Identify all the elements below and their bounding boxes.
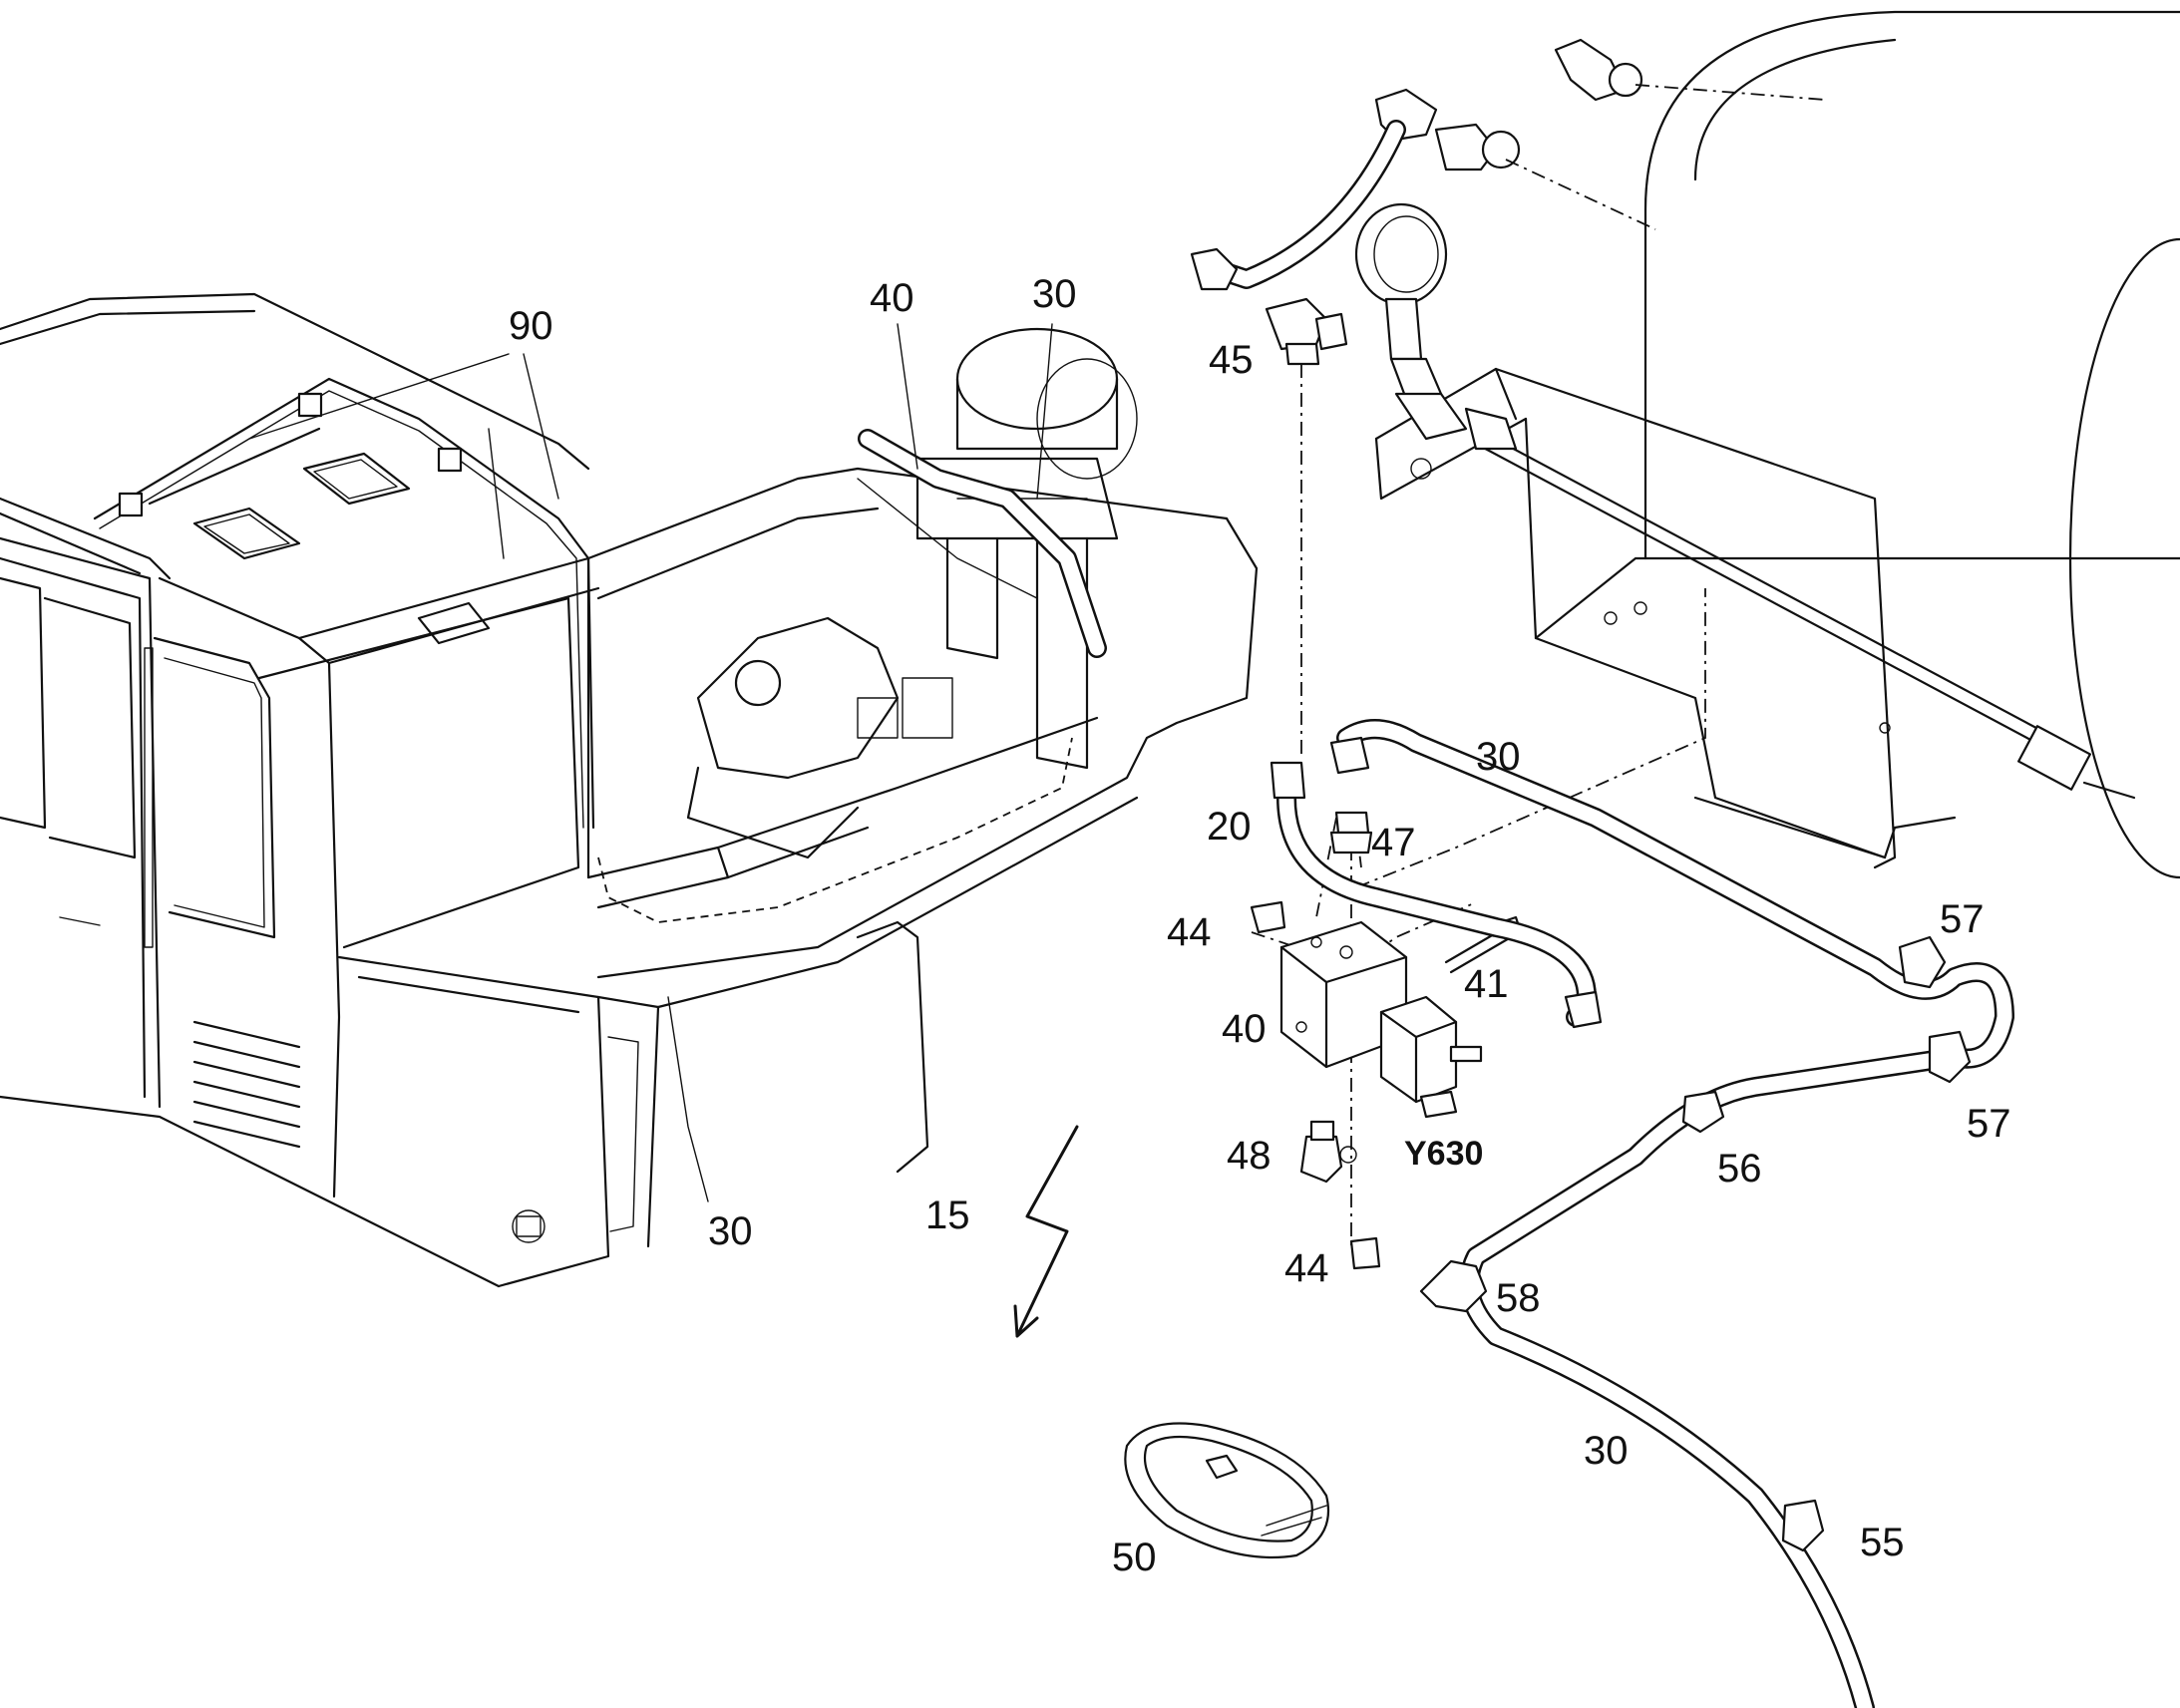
callout-57-upper: 57 xyxy=(1940,897,1985,941)
callout-30-bottom: 30 xyxy=(1584,1429,1629,1473)
callout-55: 55 xyxy=(1860,1521,1905,1564)
air-reservoir-tank xyxy=(1374,10,2180,879)
clamp-56 xyxy=(1681,1090,1725,1134)
callout-58: 58 xyxy=(1496,1276,1541,1320)
callout-50: 50 xyxy=(1112,1536,1157,1579)
callout-leaders xyxy=(248,323,1053,1202)
callout-44-upper: 44 xyxy=(1167,910,1212,954)
excavator-upper-structure xyxy=(0,292,1259,1288)
callout-30-left: 30 xyxy=(708,1209,753,1253)
fitting-47 xyxy=(1329,811,1373,854)
clamp-57-upper xyxy=(1898,935,1947,989)
clamp-55 xyxy=(1781,1499,1825,1552)
air-tank-cluster-small xyxy=(857,327,1138,770)
clamp-57-lower xyxy=(1928,1030,1972,1084)
callout-45: 45 xyxy=(1209,338,1254,382)
callout-48: 48 xyxy=(1227,1134,1272,1178)
callout-90: 90 xyxy=(509,304,553,348)
side-louvres xyxy=(192,1020,301,1149)
callout-30-right: 30 xyxy=(1476,735,1521,779)
plug-44-upper xyxy=(1250,900,1286,934)
callout-40-block: 40 xyxy=(1222,1007,1267,1051)
callout-47: 47 xyxy=(1371,821,1416,864)
hose-20 xyxy=(1270,761,1603,1029)
lightning-icon xyxy=(1013,1125,1079,1338)
clamp-58 xyxy=(1419,1259,1488,1313)
wiring-harness-90 xyxy=(93,377,595,830)
cable-strap-50 xyxy=(1124,1422,1330,1559)
callout-Y630: Y630 xyxy=(1404,1135,1483,1173)
tee-fitting-45 xyxy=(1265,297,1348,366)
fitting-48 xyxy=(1299,1120,1357,1184)
callout-15: 15 xyxy=(925,1194,970,1237)
callout-30-top: 30 xyxy=(1032,272,1077,316)
solenoid-Y630 xyxy=(1379,995,1483,1119)
callout-41: 41 xyxy=(1464,962,1509,1006)
assembly-leader-lines xyxy=(1251,84,1826,1246)
callout-44-lower: 44 xyxy=(1284,1246,1329,1290)
top-fittings xyxy=(1190,38,1643,451)
callout-57-lower: 57 xyxy=(1967,1102,2011,1146)
wiring-harness-30-upper xyxy=(857,429,1107,658)
callout-20: 20 xyxy=(1207,805,1252,849)
callout-40-top: 40 xyxy=(870,276,914,320)
callout-56: 56 xyxy=(1717,1147,1762,1191)
plug-44-lower xyxy=(1349,1236,1381,1270)
